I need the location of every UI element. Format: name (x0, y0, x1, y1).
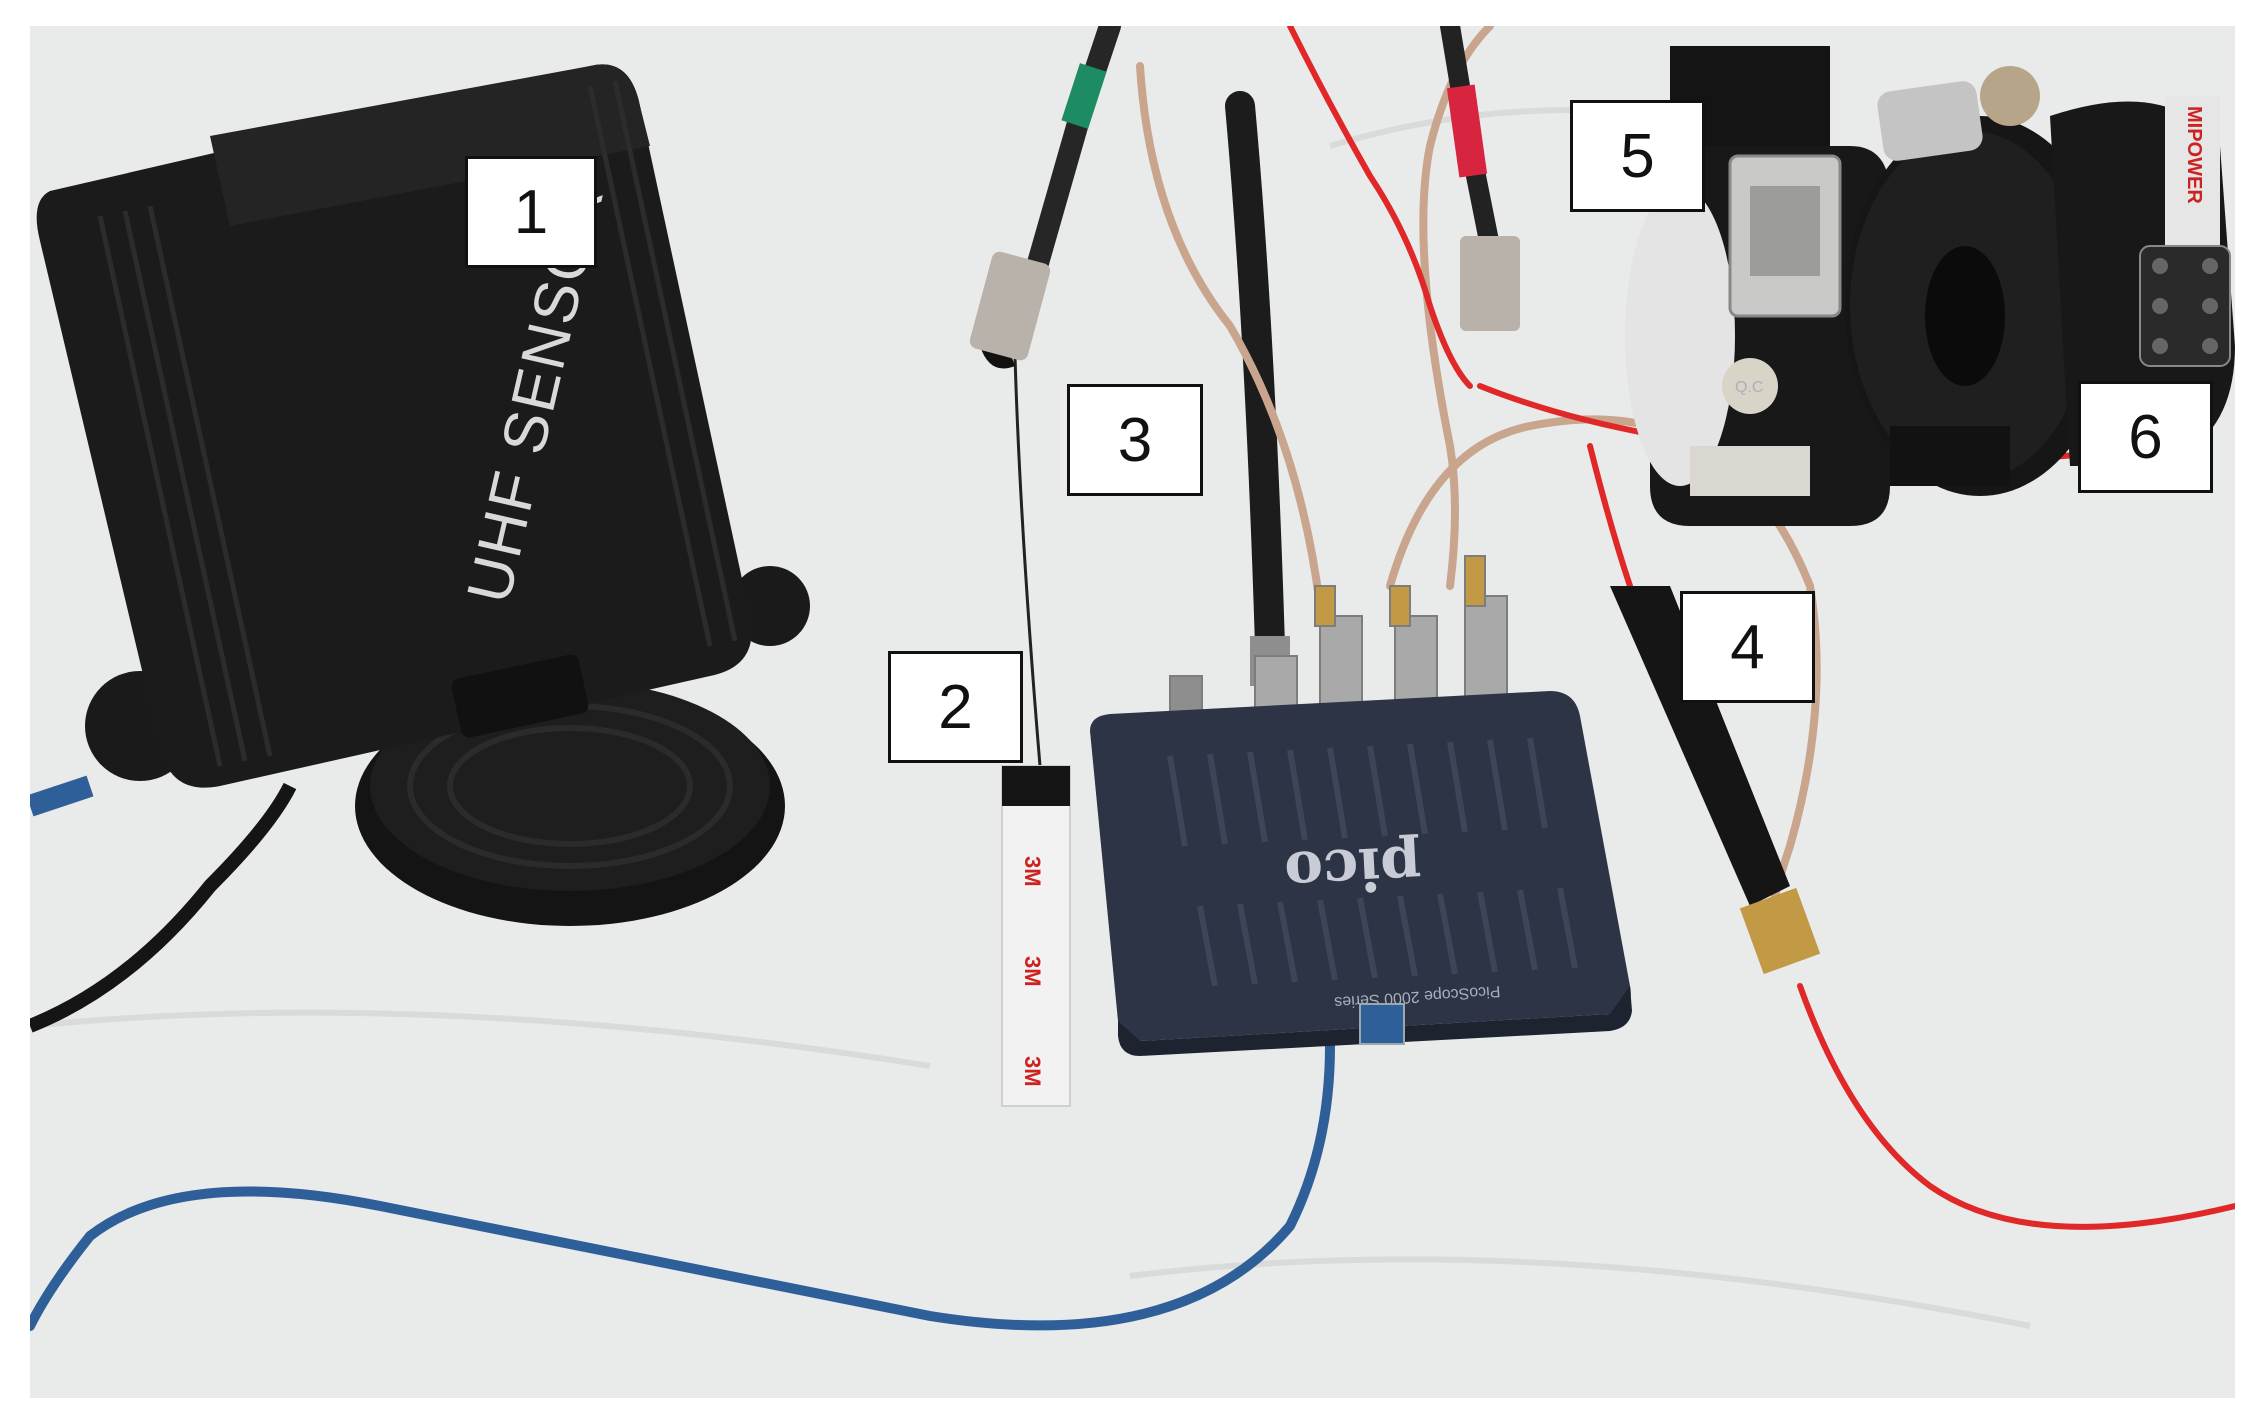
setup-photo: UHF SENSOR 3M 3M 3M (30, 26, 2235, 1398)
label-3: 3 (1067, 384, 1203, 496)
picoscope-device: pico PicoScope 2000 Series (1090, 691, 1632, 1056)
pd-sensor-4 (1610, 586, 1821, 975)
red-band-cable (1440, 26, 1520, 331)
hfct-sensor-6: MIPOWER (1845, 66, 2235, 496)
tape-brand-1: 3M (1020, 856, 1045, 887)
tape-brand-2: 3M (1020, 956, 1045, 987)
hfct-sensor-5: Q.C (1625, 46, 1890, 526)
label-6: 6 (2078, 381, 2213, 493)
coax-cable-green (969, 26, 1121, 361)
label-1: 1 (465, 156, 597, 268)
setup-scene: UHF SENSOR 3M 3M 3M (30, 26, 2235, 1331)
pico-logo-text: pico (1283, 832, 1423, 907)
usb-cable (30, 1041, 1335, 1331)
label-2: 2 (888, 651, 1023, 763)
label-4: 4 (1680, 591, 1815, 703)
usb-cable-left-top (30, 775, 94, 817)
black-cable (30, 782, 297, 1033)
qc-sticker-text: Q.C (1735, 379, 1763, 396)
tape-brand-3: 3M (1020, 1056, 1045, 1087)
label-5: 5 (1570, 100, 1705, 212)
hfct-brand-text: MIPOWER (2183, 106, 2205, 204)
